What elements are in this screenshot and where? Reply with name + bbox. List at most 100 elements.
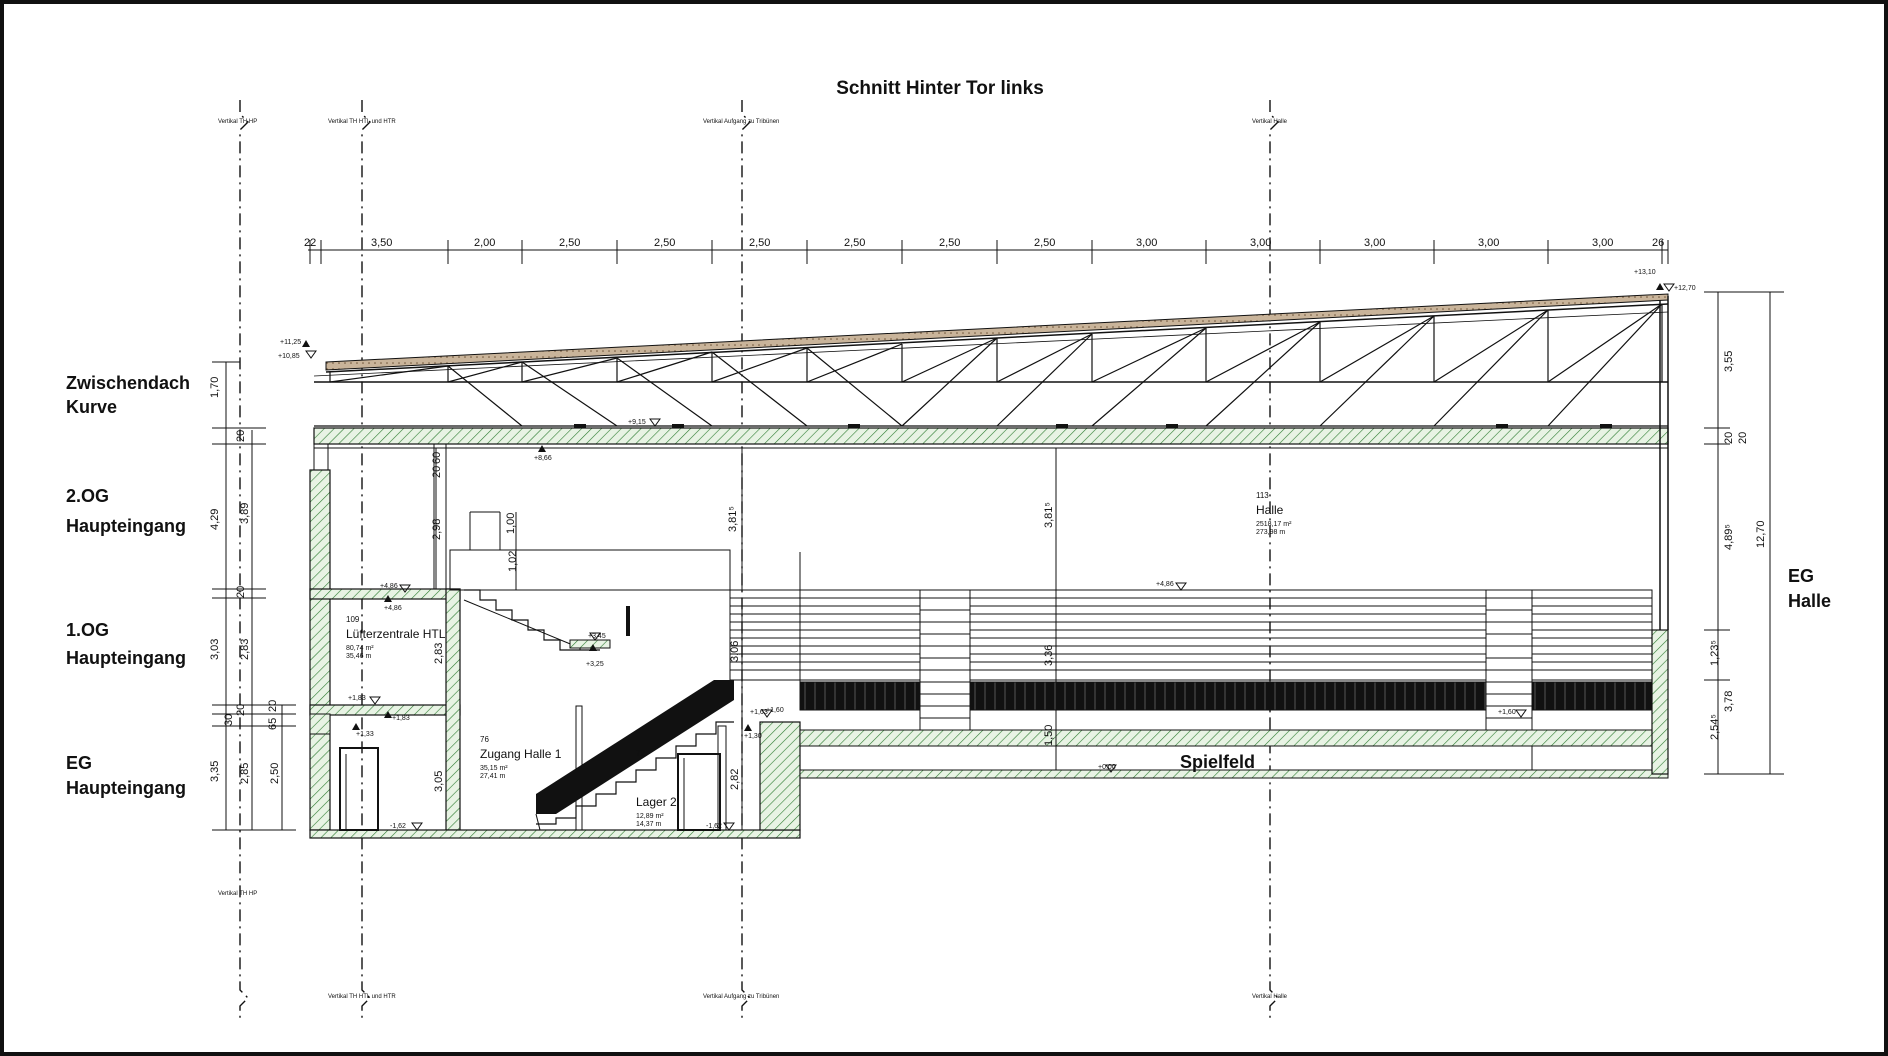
svg-text:60: 60 [431,452,443,464]
svg-text:+4,86: +4,86 [1156,581,1174,588]
svg-text:+12,70: +12,70 [1674,285,1696,292]
svg-text:2,54⁵: 2,54⁵ [1709,714,1721,740]
svg-text:+3,45: +3,45 [588,633,606,640]
svg-text:65: 65 [267,718,279,730]
svg-text:3,06: 3,06 [729,641,741,662]
room-label-luefterzentrale: 109 Lüfterzentrale HTL 80,74 m² 35,46 m [346,615,446,660]
svg-text:26: 26 [1652,237,1664,249]
svg-text:3,36: 3,36 [1043,645,1055,666]
svg-text:2,85: 2,85 [239,763,251,784]
svg-text:3,05: 3,05 [433,771,445,792]
svg-text:3,00: 3,00 [1478,237,1499,249]
svg-text:35,15 m²: 35,15 m² [480,765,508,772]
svg-text:2,50: 2,50 [269,763,281,784]
room-label-halle: 113 Halle 2518,17 m² 273,98 m [1256,491,1292,536]
axis-label-bottom-hp: Vertikal TH HP [218,891,257,897]
svg-text:76: 76 [480,735,489,744]
svg-text:1,02: 1,02 [507,551,519,572]
svg-text:+1,60: +1,60 [766,707,784,714]
svg-text:20: 20 [267,700,279,712]
svg-text:+4,86: +4,86 [380,583,398,590]
svg-text:3,50: 3,50 [371,237,392,249]
drawing-title: Schnitt Hinter Tor links [836,78,1044,99]
svg-text:Zwischendach: Zwischendach [66,373,190,393]
svg-text:3,81⁵: 3,81⁵ [727,506,739,532]
svg-text:20: 20 [235,430,247,442]
svg-text:109: 109 [346,615,360,624]
svg-text:2,50: 2,50 [1034,237,1055,249]
svg-text:+11,25: +11,25 [280,339,301,346]
svg-text:3,35: 3,35 [209,761,221,782]
svg-text:+1,30: +1,30 [744,733,762,740]
svg-text:Zugang Halle 1: Zugang Halle 1 [480,747,562,761]
svg-text:EG: EG [66,753,92,773]
svg-text:+0,00: +0,00 [1098,764,1116,771]
svg-text:-1,62: -1,62 [390,823,406,830]
svg-text:+1,63: +1,63 [750,709,768,716]
left-dimension-lines [212,361,296,831]
field-label: Spielfeld [1180,752,1255,772]
svg-text:+1,83: +1,83 [392,715,410,722]
svg-text:EG: EG [1788,566,1814,586]
axis-label-top-halle: Vertikal Halle [1252,119,1288,125]
svg-text:+9,15: +9,15 [628,419,646,426]
svg-text:1,70: 1,70 [209,377,221,398]
axis-label-top-htl: Vertikal TH HTL und HTR [328,119,396,125]
svg-text:3,81⁵: 3,81⁵ [1043,502,1055,528]
svg-text:20: 20 [431,466,443,478]
svg-text:+3,25: +3,25 [586,661,604,668]
room-label-lager: 72 Lager 2 12,89 m² 14,37 m [636,749,677,828]
svg-text:2518,17 m²: 2518,17 m² [1256,521,1292,528]
svg-text:27,41 m: 27,41 m [480,773,505,780]
svg-text:273,98 m: 273,98 m [1256,529,1285,536]
svg-text:3,00: 3,00 [1592,237,1613,249]
svg-text:Haupteingang: Haupteingang [66,516,186,536]
top-dimension-chain: 22 3,50 2,00 2,50 2,50 2,50 2,50 2,50 2,… [304,237,1669,264]
axis-label-bottom-htl: Vertikal TH HTL und HTR [328,994,396,1000]
svg-text:80,74 m²: 80,74 m² [346,645,374,652]
svg-text:Haupteingang: Haupteingang [66,648,186,668]
right-dimension-lines [1704,291,1784,775]
svg-text:Lüfterzentrale HTL: Lüfterzentrale HTL [346,627,446,641]
svg-text:+13,10: +13,10 [1634,269,1656,276]
axis-label-top-aufgang: Vertikal Aufgang zu Tribünen [703,119,779,125]
svg-text:1,00: 1,00 [505,513,517,534]
svg-text:20: 20 [235,586,247,598]
svg-text:4,89⁵: 4,89⁵ [1723,524,1735,550]
svg-text:1.OG: 1.OG [66,620,109,640]
svg-text:3,55: 3,55 [1723,351,1735,372]
level-label-zwischendach: Zwischendach Kurve [66,373,190,417]
axis-label-top-hp: Vertikal TH HP [218,119,257,125]
svg-text:+8,66: +8,66 [534,455,552,462]
svg-text:20: 20 [235,704,247,716]
svg-text:4,29: 4,29 [209,509,221,530]
svg-text:113: 113 [1256,491,1269,500]
svg-text:3,03: 3,03 [209,639,221,660]
svg-text:+10,85: +10,85 [278,353,300,360]
left-core-building [309,443,801,839]
svg-text:Lager 2: Lager 2 [636,795,677,809]
svg-text:3,00: 3,00 [1364,237,1385,249]
svg-text:3,00: 3,00 [1250,237,1271,249]
level-label-eg: EG Haupteingang [66,753,186,798]
axis-labels: Vertikal TH HP Vertikal TH HTL und HTR V… [218,119,1288,1000]
svg-text:+1,83: +1,83 [348,695,366,702]
svg-text:-1,62: -1,62 [706,823,722,830]
interior-dimension-lines [435,448,1057,830]
svg-text:2.OG: 2.OG [66,486,109,506]
right-dimension-texts: 3,55 20 20 4,89⁵ 1,23⁵ 3,78 2,54⁵ 12,70 [1709,351,1767,740]
svg-text:2,50: 2,50 [654,237,675,249]
svg-text:+1,60: +1,60 [1498,709,1516,716]
svg-text:20: 20 [1723,432,1735,444]
svg-text:2,98: 2,98 [431,519,443,540]
svg-text:Halle: Halle [1788,591,1831,611]
svg-text:Halle: Halle [1256,503,1284,517]
svg-text:2,50: 2,50 [559,237,580,249]
level-label-eg-halle: EG Halle [1788,566,1831,611]
svg-text:Haupteingang: Haupteingang [66,778,186,798]
roof-structure [313,293,1669,630]
svg-text:2,50: 2,50 [844,237,865,249]
svg-text:+4,86: +4,86 [384,605,402,612]
